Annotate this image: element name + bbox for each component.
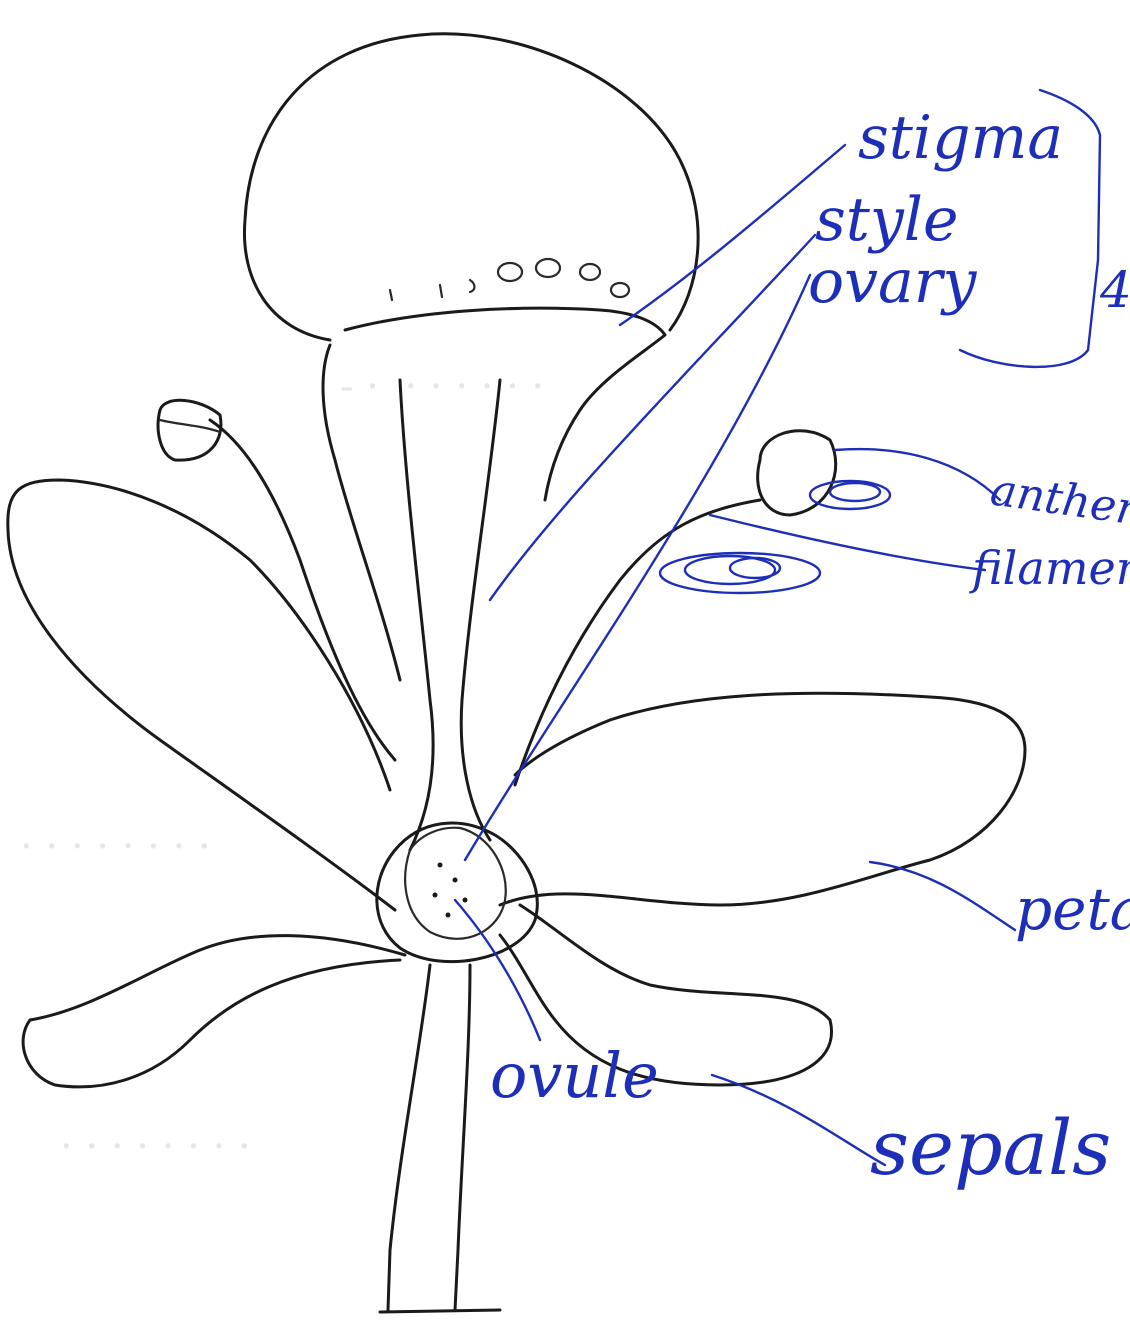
svg-text:· · · · · · · ·: · · · · · · · · — [20, 824, 211, 870]
stem-right — [455, 965, 470, 1310]
sepal-left — [23, 936, 405, 1087]
label-filament: filament — [972, 545, 1130, 591]
label-petal: petal — [1015, 880, 1130, 938]
style-right — [461, 380, 500, 840]
petal-inner-left — [210, 420, 395, 760]
upper-petal — [244, 34, 698, 340]
label-style: style — [815, 190, 959, 250]
petal-inner-right — [515, 500, 760, 785]
label-ovule: ovule — [490, 1045, 659, 1107]
ovary-wall — [405, 828, 506, 939]
anther-upper — [758, 431, 836, 515]
stem-base — [380, 1310, 500, 1312]
anthers-blue — [660, 481, 890, 593]
ovary — [377, 823, 537, 962]
style-left — [400, 380, 433, 850]
svg-text:· · · · · · · ·: · · · · · · · · — [60, 1124, 251, 1170]
svg-text:- · ﻿ · · · · · ·: - · ﻿ · · · · · · — [340, 364, 544, 410]
label-sepals: sepals — [870, 1110, 1111, 1186]
petal-right — [500, 693, 1025, 905]
leader-lines — [455, 90, 1100, 1165]
stigma-papillae — [390, 259, 629, 300]
label-ovary: ovary — [808, 252, 976, 312]
label-stigma: stigma — [858, 108, 1063, 168]
stem — [388, 965, 430, 1310]
label-bracket-note: 4 — [1100, 265, 1130, 315]
